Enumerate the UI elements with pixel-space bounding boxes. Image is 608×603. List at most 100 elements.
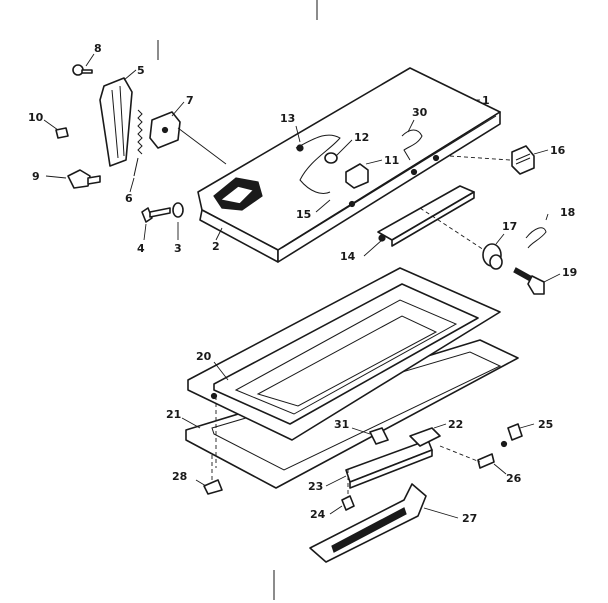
lid-assembly <box>197 67 501 263</box>
callout-11: 11 <box>384 154 399 167</box>
leader-12 <box>335 139 353 157</box>
lower-hardware <box>203 423 523 563</box>
frame-20-inner-step-2 <box>256 315 438 407</box>
callout-9: 9 <box>32 170 40 183</box>
thumbscrew-9 <box>67 169 91 189</box>
callout-7: 7 <box>186 94 194 107</box>
callout-18-upper: 18 <box>560 206 575 219</box>
callout-15: 15 <box>296 208 311 221</box>
leader-11 <box>365 159 383 165</box>
leader-16-dash <box>449 155 511 161</box>
leader-21 <box>181 417 201 429</box>
callout-25: 25 <box>538 418 553 431</box>
callout-labels: 1 2 3 4 5 6 7 8 9 10 11 12 13 14 15 16 1… <box>28 42 577 525</box>
leader-17-dash <box>419 207 485 251</box>
latch-bar-23-front <box>349 449 433 489</box>
lock-clip-18 <box>525 227 547 249</box>
callout-26: 26 <box>506 472 522 485</box>
lid-spring-30 <box>401 129 423 161</box>
leader-15 <box>315 199 331 213</box>
leader-24 <box>329 505 343 515</box>
leader-25 <box>519 423 535 429</box>
callout-30: 30 <box>412 106 428 119</box>
hinge-plate-7-hole <box>161 126 169 134</box>
leader-31 <box>351 427 371 435</box>
lid-right-edge <box>277 111 501 263</box>
callout-28: 28 <box>172 470 187 483</box>
leader-13 <box>295 125 301 143</box>
lid-edge-stripe <box>281 115 497 249</box>
screw-10 <box>55 127 69 139</box>
hinge-rail-14-front <box>391 191 475 247</box>
callout-17: 17 <box>502 220 517 233</box>
leader-23 <box>325 475 347 487</box>
lid-rivet-b <box>348 200 356 208</box>
leader-lines <box>43 53 561 519</box>
leader-2 <box>215 227 223 241</box>
leader-9 <box>45 175 67 179</box>
clip-24 <box>341 495 355 511</box>
leader-20 <box>213 361 229 381</box>
lid-latch-bracket-11 <box>345 163 369 189</box>
hinge-spring-6 <box>137 109 143 155</box>
cap-25 <box>507 423 523 441</box>
callout-2: 2 <box>212 240 220 253</box>
callout-20: 20 <box>196 350 212 363</box>
screw-4 <box>141 207 153 223</box>
lid-rivet-d <box>432 154 440 162</box>
lid-body <box>197 67 501 251</box>
leader-22 <box>433 423 447 429</box>
callout-5: 5 <box>137 64 145 77</box>
callout-6: 6 <box>125 192 133 205</box>
hinge-arm-5-groove <box>111 89 119 159</box>
leader-7 <box>171 101 185 117</box>
frame-20-screw-hole <box>210 392 218 400</box>
callout-1: 1 <box>482 94 490 107</box>
callout-13: 13 <box>280 112 295 125</box>
callout-10: 10 <box>28 111 44 124</box>
leader-27 <box>423 507 459 519</box>
hinge-rail-pin <box>378 234 386 242</box>
leader-26 <box>493 463 507 475</box>
lock-cylinder-17-face <box>489 254 503 270</box>
leader-30 <box>407 119 415 133</box>
leader-16 <box>533 149 549 155</box>
sheet-edge-marks <box>157 0 318 600</box>
frame-20-inner-lip <box>213 283 479 425</box>
callout-3: 3 <box>174 242 182 255</box>
key-19-head <box>527 275 545 295</box>
frame-20-inner-step <box>234 299 458 415</box>
leader-8 <box>85 53 95 67</box>
callout-4: 4 <box>137 242 145 255</box>
hinge-arm-5 <box>99 77 133 167</box>
leader-26-dash <box>439 445 481 463</box>
hinge-arm-5-groove-2 <box>119 85 125 157</box>
bracket-22 <box>409 427 441 447</box>
callout-12: 12 <box>354 131 369 144</box>
lid-wire-spring <box>295 134 341 194</box>
cap-25-bolt <box>500 440 508 448</box>
callout-23: 23 <box>308 480 323 493</box>
callout-8: 8 <box>94 42 102 55</box>
washer-3 <box>172 202 184 218</box>
callout-31: 31 <box>334 418 349 431</box>
lid-rivet-c <box>410 168 418 176</box>
hinge-block-16 <box>511 145 535 175</box>
frame-21-inner <box>211 351 502 471</box>
leader-14 <box>363 239 383 257</box>
hinge-bracket-assembly <box>55 64 184 223</box>
lid-knob-12 <box>324 152 338 164</box>
frame-assembly <box>185 267 519 489</box>
handle-27-grip <box>331 507 407 553</box>
thumbscrew-9-stem <box>87 175 101 185</box>
callout-19: 19 <box>562 266 577 279</box>
callout-14: 14 <box>340 250 356 263</box>
leader-19 <box>543 273 561 283</box>
lock-assembly <box>482 145 547 295</box>
leader-6 <box>129 177 135 193</box>
handle-27 <box>309 483 427 563</box>
lid-rivet-a <box>296 144 304 152</box>
clip-31 <box>369 427 389 445</box>
hinge-spring-6-tail <box>133 157 139 177</box>
